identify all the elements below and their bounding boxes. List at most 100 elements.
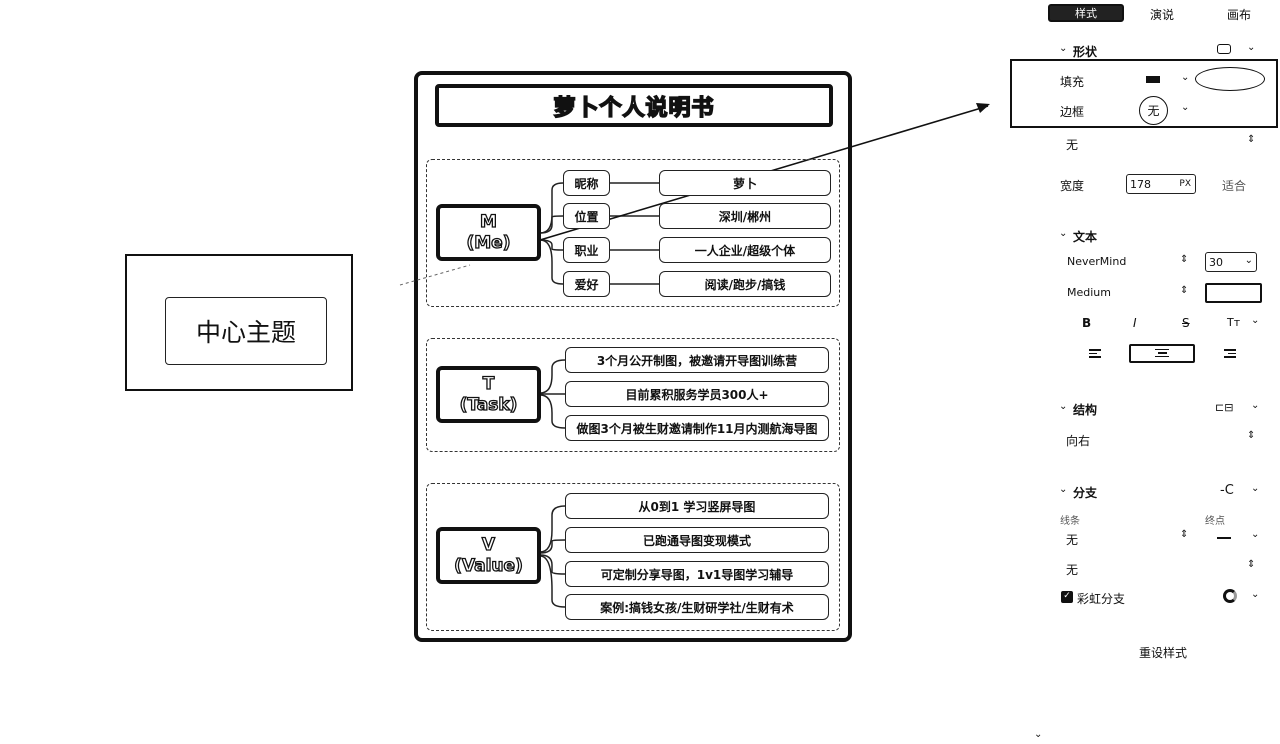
strikethrough-button[interactable]: S [1182, 316, 1190, 330]
center-node-task[interactable]: T (Task) [436, 366, 541, 423]
task-item-3[interactable]: 做图3个月被生财邀请制作11月内测航海导图 [565, 415, 829, 441]
border-dropdown-icon[interactable]: ⌄ [1181, 102, 1190, 113]
rainbow-palette-icon[interactable] [1223, 589, 1237, 603]
structure-type-icon[interactable]: ⊏⊟ [1215, 401, 1234, 414]
shape-none-select[interactable]: 无 [1066, 138, 1079, 152]
label-hobby[interactable]: 爱好 [563, 271, 610, 297]
rainbow-dropdown-icon[interactable]: ⌄ [1251, 589, 1260, 600]
text-color-swatch[interactable] [1205, 283, 1262, 303]
floating-topic-label: 中心主题 [195, 318, 296, 347]
value-job-text: 一人企业/超级个体 [694, 243, 796, 258]
tab-canvas-label: 画布 [1227, 8, 1252, 22]
tab-canvas[interactable]: 画布 [1227, 6, 1251, 23]
text-case-button[interactable]: Tт [1227, 316, 1241, 329]
mindmap-title[interactable]: 萝卜个人说明书 [435, 84, 833, 127]
center-node-value[interactable]: V (Value) [436, 527, 541, 584]
branch-second-stepper-icon[interactable]: ⇕ [1247, 559, 1256, 570]
structure-heading: 结构 [1073, 403, 1098, 417]
task-item-2[interactable]: 目前累积服务学员300人+ [565, 381, 829, 407]
font-weight-select[interactable]: Medium [1067, 286, 1111, 299]
label-job[interactable]: 职业 [563, 237, 610, 263]
value-item-4[interactable]: 案例:搞钱女孩/生财研学社/生财有术 [565, 594, 829, 620]
text-case-dropdown-icon[interactable]: ⌄ [1251, 315, 1260, 326]
align-center-icon [1155, 348, 1169, 360]
collapse-structure-icon[interactable]: ⌄ [1059, 401, 1068, 412]
structure-stepper-icon[interactable]: ⇕ [1247, 430, 1256, 441]
panel-scroll-down-icon[interactable]: ⌄ [1034, 729, 1043, 740]
width-input-value: 178 [1130, 178, 1151, 191]
label-location[interactable]: 位置 [563, 203, 610, 229]
branch-second-select[interactable]: 无 [1066, 563, 1079, 577]
rainbow-branch-checkbox[interactable]: ✓ [1061, 591, 1073, 603]
task-item-1[interactable]: 3个月公开制图，被邀请开导图训练营 [565, 347, 829, 373]
value-nickname[interactable]: 萝卜 [659, 170, 831, 196]
italic-button[interactable]: I [1133, 316, 1137, 330]
task-item-2-text: 目前累积服务学员300人+ [625, 387, 769, 402]
rainbow-branch-label: 彩虹分支 [1077, 592, 1126, 606]
collapse-text-icon[interactable]: ⌄ [1059, 228, 1068, 239]
bold-button[interactable]: B [1082, 316, 1092, 330]
value-item-4-text: 案例:搞钱女孩/生财研学社/生财有术 [600, 600, 794, 615]
shape-type-icon[interactable] [1217, 44, 1231, 54]
text-heading: 文本 [1073, 230, 1098, 244]
group-value [426, 483, 840, 631]
border-none-button[interactable]: 无 [1139, 96, 1168, 125]
branch-end-line-icon[interactable] [1217, 537, 1231, 539]
align-center-button[interactable] [1129, 344, 1195, 363]
fill-dropdown-icon[interactable]: ⌄ [1181, 72, 1190, 83]
floating-node-selection-frame[interactable] [125, 254, 353, 391]
branch-end-dropdown-icon[interactable]: ⌄ [1251, 529, 1260, 540]
branch-heading: 分支 [1073, 486, 1098, 500]
collapse-shape-icon[interactable]: ⌄ [1059, 43, 1068, 54]
font-size-select[interactable]: 30 ⌄ [1205, 252, 1257, 272]
group-me [426, 159, 840, 307]
value-location-text: 深圳/郴州 [718, 209, 772, 224]
font-family-stepper-icon[interactable]: ⇕ [1180, 254, 1189, 265]
label-nickname[interactable]: 昵称 [563, 170, 610, 196]
branch-type-icon[interactable]: -C [1220, 483, 1234, 498]
label-job-text: 职业 [574, 243, 599, 258]
value-job[interactable]: 一人企业/超级个体 [659, 237, 831, 263]
fit-width-button[interactable]: 适合 [1222, 179, 1247, 193]
tab-present-label: 演说 [1150, 8, 1175, 22]
center-node-task-letter: T [482, 373, 495, 394]
label-location-text: 位置 [574, 209, 599, 224]
center-node-me-word: (Me) [466, 232, 511, 253]
value-nickname-text: 萝卜 [732, 176, 757, 191]
align-left-icon[interactable] [1089, 348, 1101, 360]
center-node-me[interactable]: M (Me) [436, 204, 541, 261]
value-item-2[interactable]: 已跑通导图变现模式 [565, 527, 829, 553]
structure-direction-select[interactable]: 向右 [1066, 434, 1091, 448]
mindmap-title-text: 萝卜个人说明书 [553, 95, 715, 122]
align-right-icon[interactable] [1224, 348, 1236, 360]
value-hobby[interactable]: 阅读/跑步/搞钱 [659, 271, 831, 297]
font-size-dropdown-icon: ⌄ [1244, 255, 1253, 266]
structure-dropdown-icon[interactable]: ⌄ [1251, 400, 1260, 411]
width-input[interactable]: 178 PX [1126, 174, 1196, 194]
font-family-select[interactable]: NeverMind [1067, 255, 1127, 268]
branch-dropdown-icon[interactable]: ⌄ [1251, 483, 1260, 494]
border-label: 边框 [1060, 105, 1085, 119]
value-location[interactable]: 深圳/郴州 [659, 203, 831, 229]
width-label: 宽度 [1060, 179, 1085, 193]
floating-topic-node[interactable]: 中心主题 [165, 297, 327, 365]
fill-color-swatch[interactable] [1146, 76, 1160, 83]
border-none-text: 无 [1147, 104, 1160, 118]
shape-highlight-frame [1010, 59, 1278, 128]
branch-line-stepper-icon[interactable]: ⇕ [1180, 529, 1189, 540]
ellipse-shape-preview[interactable] [1195, 67, 1265, 91]
value-item-3-text: 可定制分享导图，1v1导图学习辅导 [600, 567, 794, 582]
font-weight-stepper-icon[interactable]: ⇕ [1180, 285, 1189, 296]
shape-select-stepper-icon[interactable]: ⇕ [1247, 134, 1256, 145]
tab-style[interactable]: 样式 [1048, 4, 1124, 22]
tab-present[interactable]: 演说 [1150, 6, 1174, 23]
branch-line-label: 线条 [1060, 516, 1080, 527]
shape-dropdown-icon[interactable]: ⌄ [1247, 42, 1256, 53]
tab-style-label: 样式 [1075, 7, 1097, 20]
collapse-branch-icon[interactable]: ⌄ [1059, 484, 1068, 495]
branch-line-select[interactable]: 无 [1066, 533, 1079, 547]
value-item-1[interactable]: 从0到1 学习竖屏导图 [565, 493, 829, 519]
value-item-3[interactable]: 可定制分享导图，1v1导图学习辅导 [565, 561, 829, 587]
reset-style-button[interactable]: 重设样式 [1139, 646, 1188, 660]
task-item-1-text: 3个月公开制图，被邀请开导图训练营 [596, 353, 798, 368]
